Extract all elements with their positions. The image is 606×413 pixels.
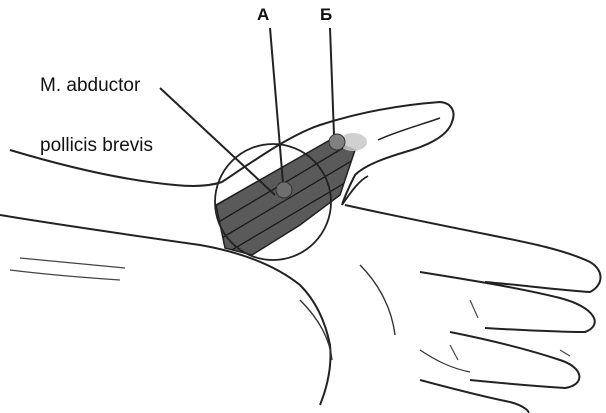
- point-b-marker: [329, 134, 345, 150]
- point-b-leader-line: [330, 28, 334, 135]
- finger-crease-1: [470, 300, 478, 318]
- thumbnail-outline: [378, 118, 440, 140]
- palm-crease-upper: [360, 265, 395, 335]
- forearm-lower-contour: [0, 215, 331, 405]
- point-a-leader-line: [270, 28, 283, 183]
- wrist-crease-1: [20, 258, 125, 268]
- point-b-label: Б: [320, 6, 332, 24]
- little-finger-contour: [420, 380, 528, 413]
- point-a-marker: [276, 182, 292, 198]
- point-a-label: А: [257, 6, 269, 24]
- finger-crease-3: [560, 350, 570, 356]
- wrist-crease-2: [10, 270, 120, 280]
- muscle-label-line-2: pollicis brevis: [40, 136, 153, 156]
- index-finger-contour: [345, 205, 601, 292]
- thumb-web-contour: [342, 176, 368, 205]
- ring-finger-contour: [450, 332, 579, 388]
- muscle-label-line-1: M. abductor: [40, 76, 153, 96]
- palm-crease-lower: [420, 350, 470, 372]
- middle-finger-contour: [420, 272, 595, 332]
- muscle-label: M. abductor pollicis brevis: [40, 36, 153, 196]
- finger-crease-2: [450, 345, 458, 360]
- muscle-label-leader-line: [160, 88, 275, 195]
